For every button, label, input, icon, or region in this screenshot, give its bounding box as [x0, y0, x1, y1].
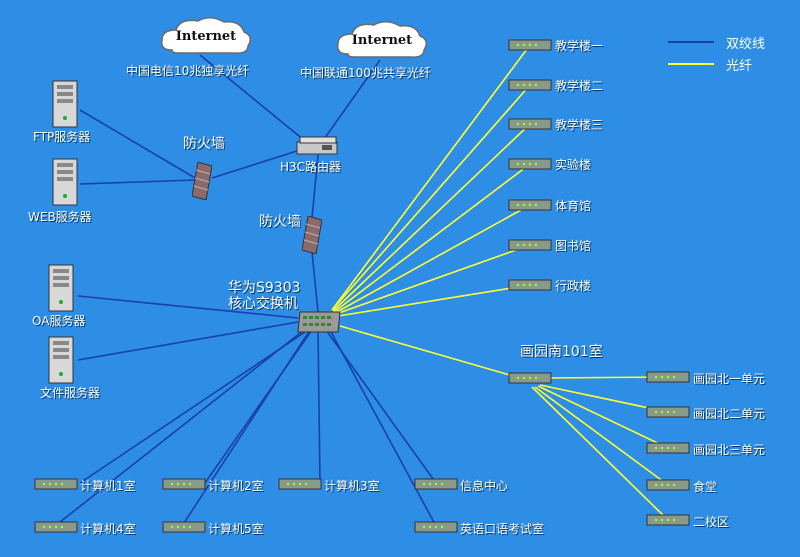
switch-icon	[414, 519, 458, 533]
core-switch-label: 华为S9303 核心交换机	[228, 280, 301, 312]
link-firewall2-core	[311, 251, 319, 313]
legend-twisted-pair-swatch	[668, 41, 714, 43]
switch-icon	[646, 477, 690, 491]
telecom-label: 中国电信10兆独享光纤	[126, 64, 250, 78]
firewall-mid-label: 防火墙	[259, 214, 301, 230]
south-branch-label: 食堂	[693, 480, 718, 494]
fiber-south-b4	[534, 386, 669, 486]
fiber-core-b3	[332, 123, 531, 312]
link-core-lab1	[79, 329, 309, 484]
building-label: 图书馆	[555, 239, 592, 253]
internet-cloud-icon: Internet	[334, 20, 430, 62]
fiber-south-b5	[531, 386, 669, 521]
fiber-core-b2	[331, 84, 531, 311]
switch-icon	[646, 404, 690, 418]
link-web-firewall	[79, 179, 196, 185]
south-hub-label: 画园南101室	[520, 344, 603, 360]
internet-cloud-icon: Internet	[158, 16, 254, 58]
legend-fiber-label: 光纤	[726, 59, 753, 74]
link-oa-core	[77, 295, 299, 319]
switch-icon	[646, 369, 690, 383]
building-label: 教学楼三	[555, 118, 604, 132]
fiber-core-b6	[335, 244, 531, 315]
fiber-core-b5	[334, 204, 531, 314]
building-label: 行政楼	[555, 279, 592, 293]
fiber-core-south	[339, 325, 521, 379]
server-icon	[52, 158, 78, 206]
server-label: OA服务器	[32, 314, 86, 328]
switch-icon	[162, 519, 206, 533]
lab-label: 计算机4室	[80, 522, 136, 536]
switch-icon	[508, 156, 552, 170]
internet-cloud-label: Internet	[175, 29, 237, 44]
fiber-core-b1	[331, 44, 531, 311]
link-core-lab4	[54, 329, 305, 527]
south-branch-label: 画园北二单元	[693, 407, 766, 421]
server-icon	[48, 264, 74, 312]
lab-label: 计算机3室	[324, 479, 380, 493]
firewall-icon	[301, 215, 323, 255]
switch-icon	[278, 476, 322, 490]
switch-icon	[646, 512, 690, 526]
link-telecom-router	[199, 54, 311, 146]
link-core-lab5	[181, 329, 311, 527]
switch-icon	[34, 476, 78, 490]
server-icon	[52, 80, 78, 128]
link-ftp-firewall	[79, 109, 196, 179]
switch-icon	[162, 476, 206, 490]
server-label: WEB服务器	[28, 210, 92, 224]
router-label: H3C路由器	[280, 160, 342, 174]
building-label: 教学楼一	[555, 39, 604, 53]
switch-icon	[414, 476, 458, 490]
unicom-label: 中国联通100兆共享光纤	[300, 66, 431, 80]
south-branch-label: 二校区	[693, 515, 730, 529]
internet-cloud-label: Internet	[351, 33, 413, 48]
link-file-core	[77, 321, 299, 361]
lab-label: 计算机2室	[208, 479, 264, 493]
server-icon	[48, 336, 74, 384]
link-firewall-router	[211, 149, 301, 179]
legend-fiber-swatch	[668, 63, 714, 65]
switch-icon	[508, 197, 552, 211]
firewall-icon	[191, 161, 213, 201]
router-icon	[296, 136, 340, 158]
link-core-english	[329, 329, 437, 527]
server-label: FTP服务器	[33, 130, 91, 144]
link-router-firewall2	[311, 154, 319, 219]
switch-icon	[34, 519, 78, 533]
core-switch-model: 华为S9303	[228, 280, 301, 296]
switch-icon	[508, 37, 552, 51]
building-label: 教学楼二	[555, 79, 604, 93]
core-switch-icon	[296, 310, 342, 334]
switch-icon	[508, 370, 552, 384]
south-branch-label: 画园北一单元	[693, 372, 766, 386]
building-label: 实验楼	[555, 158, 592, 172]
core-switch-role: 核心交换机	[228, 296, 298, 312]
lab-label: 信息中心	[460, 479, 509, 493]
switch-icon	[508, 237, 552, 251]
server-label: 文件服务器	[40, 386, 101, 400]
link-core-lab3	[317, 329, 321, 484]
south-branch-label: 画园北三单元	[693, 443, 766, 457]
switch-icon	[508, 77, 552, 91]
lab-label: 计算机5室	[208, 522, 264, 536]
switch-icon	[646, 440, 690, 454]
fiber-core-b4	[333, 163, 531, 313]
legend-twisted-pair-label: 双绞线	[726, 37, 766, 52]
switch-icon	[508, 116, 552, 130]
fiber-south-b3	[537, 385, 669, 449]
switch-icon	[508, 277, 552, 291]
lab-label: 英语口语考试室	[460, 522, 545, 536]
building-label: 体育馆	[555, 199, 592, 213]
fiber-core-b7	[337, 284, 531, 317]
firewall-top-label: 防火墙	[183, 136, 225, 152]
lab-label: 计算机1室	[80, 479, 136, 493]
link-unicom-router	[321, 59, 381, 143]
